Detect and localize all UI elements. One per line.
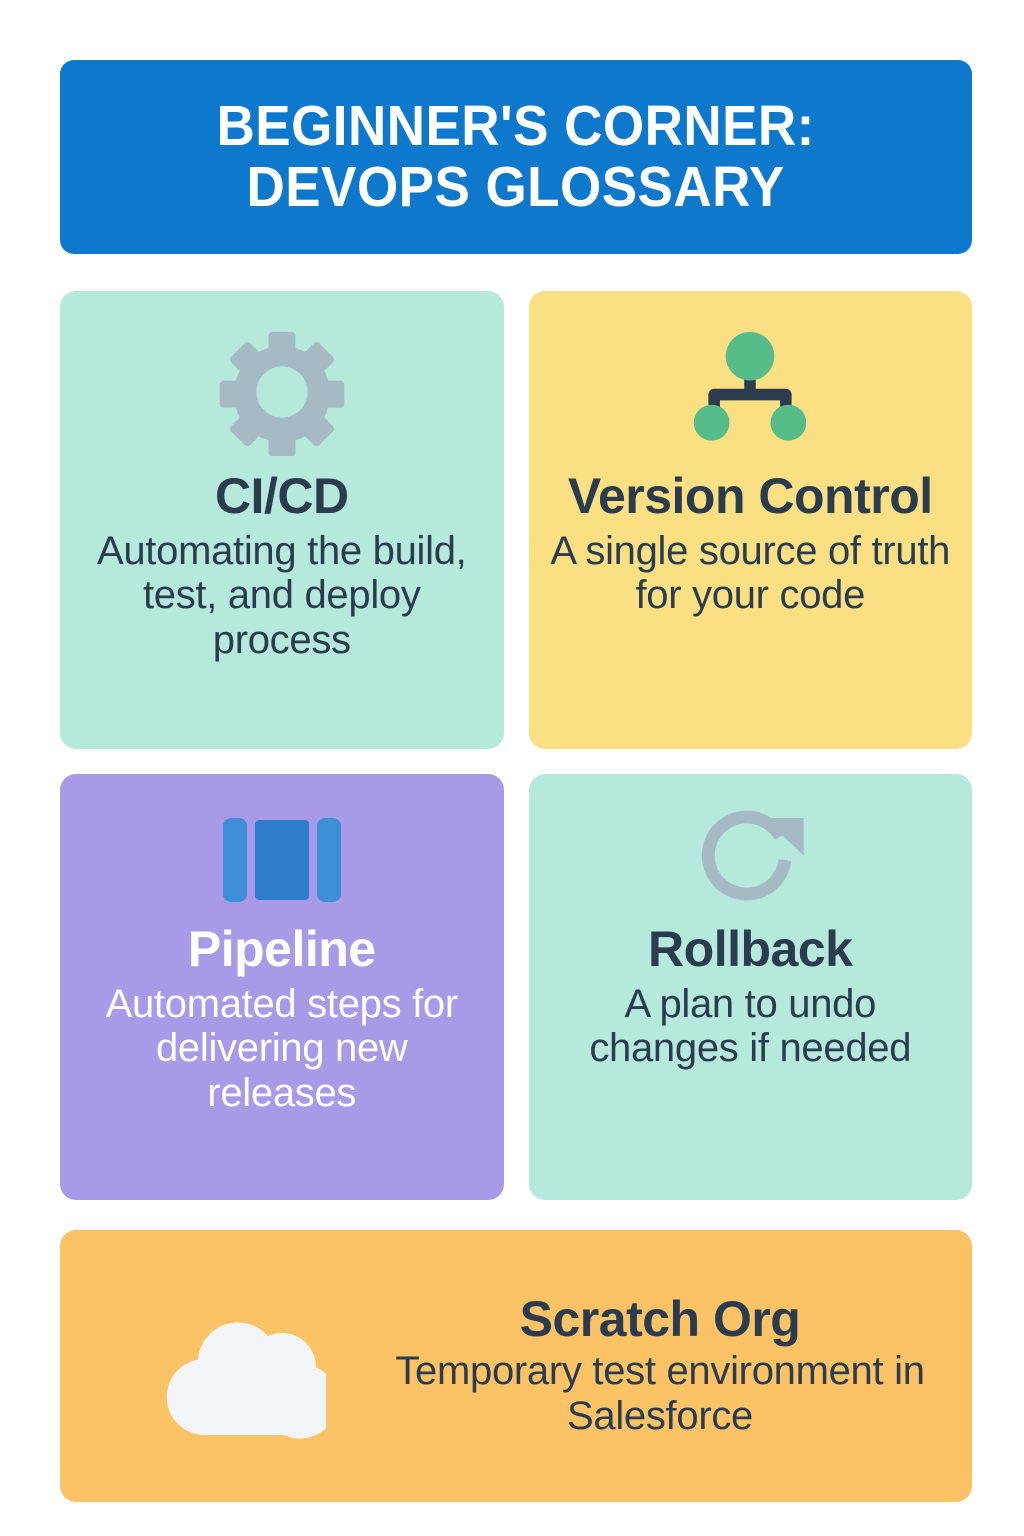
card-title: CI/CD [214, 468, 349, 524]
card-description: Temporary test environment in Salesforce [395, 1349, 925, 1439]
card-description: A plan to undo changes if needed [589, 981, 912, 1071]
card-description: Automated steps for delivering new relea… [105, 981, 459, 1116]
cloud-icon [150, 1293, 326, 1439]
card-row-2: Pipeline Automated steps for delivering … [60, 774, 972, 1200]
card-title: Version Control [567, 468, 933, 524]
page-title: BEGINNER'S CORNER: DEVOPS GLOSSARY [216, 94, 816, 219]
header-banner: BEGINNER'S CORNER: DEVOPS GLOSSARY [60, 60, 972, 254]
card-description: A single source of truth for your code [550, 528, 951, 618]
card-pipeline[interactable]: Pipeline Automated steps for delivering … [60, 774, 504, 1200]
card-rollback[interactable]: Rollback A plan to undo changes if neede… [528, 774, 972, 1200]
card-row-1: CI/CD Automating the build, test, and de… [60, 291, 972, 749]
glossary-card-grid: CI/CD Automating the build, test, and de… [60, 291, 972, 1225]
scratch-org-text: Scratch Org Temporary test environment i… [374, 1293, 946, 1439]
pipeline-icon [221, 800, 343, 920]
card-title: Rollback [648, 921, 853, 977]
card-title: Scratch Org [519, 1290, 801, 1347]
card-description: Automating the build, test, and deploy p… [96, 528, 467, 663]
card-version-control[interactable]: Version Control A single source of truth… [528, 291, 972, 749]
card-ci-cd[interactable]: CI/CD Automating the build, test, and de… [60, 291, 504, 749]
gear-icon [218, 317, 346, 467]
refresh-circular-arrow-icon [691, 800, 809, 920]
org-chart-icon [686, 317, 814, 467]
card-scratch-org[interactable]: Scratch Org Temporary test environment i… [60, 1230, 972, 1502]
card-title: Pipeline [187, 921, 376, 977]
